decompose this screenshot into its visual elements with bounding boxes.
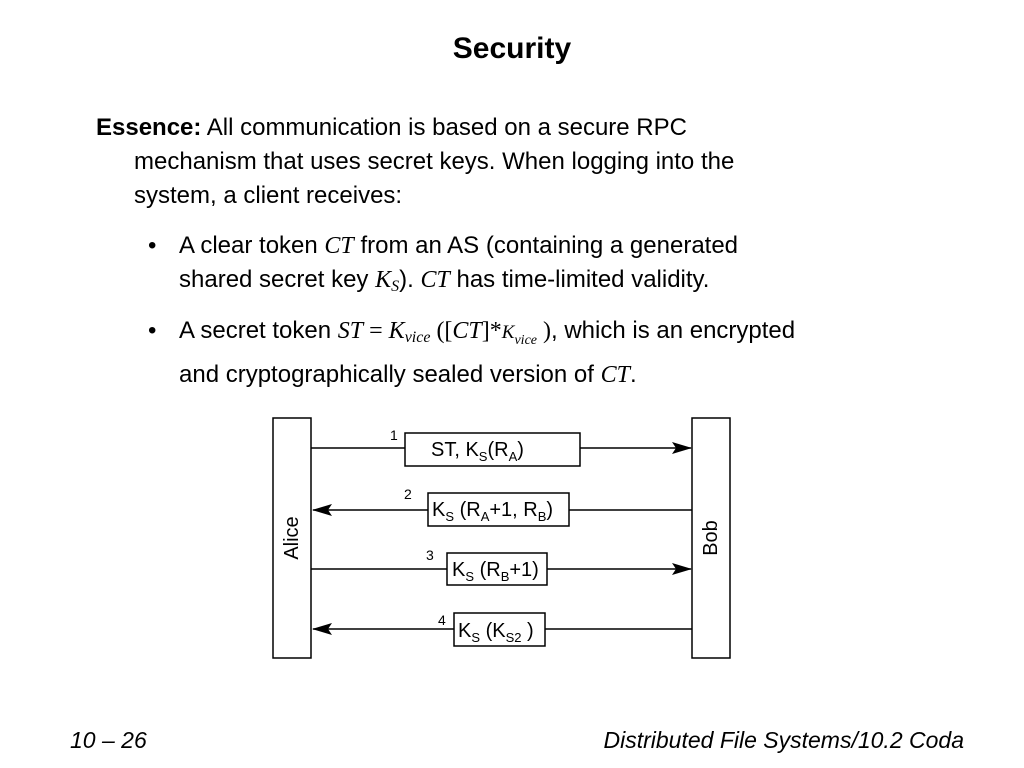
st-symbol: ST (337, 318, 364, 344)
message-3-box (446, 552, 548, 586)
bullet-line1: A secret token ST = Kvice ([CT]*Kvice ),… (148, 314, 948, 358)
message-2-box (427, 492, 570, 527)
key-subscript: S (391, 278, 400, 295)
alice-box (272, 417, 312, 659)
text-segment: has time-limited validity. (449, 266, 710, 293)
ct-symbol: CT (452, 318, 482, 344)
essence-text-line3: system, a client receives: (134, 182, 403, 209)
essence-label: Essence: (96, 114, 202, 141)
message-1-box (404, 432, 581, 467)
bracket-close: ) (537, 318, 551, 344)
footer-page-number: 10 – 26 (70, 727, 147, 753)
page-title: Security (452, 32, 572, 65)
equals-sign: = (363, 318, 389, 344)
ct-symbol: CT (600, 362, 630, 388)
message-2-label: KS (RA+1, RB) (432, 499, 553, 524)
message-3-number: 3 (426, 547, 434, 563)
text-segment: and cryptographically sealed version of (179, 361, 601, 388)
bullet-dot: • (148, 317, 157, 344)
ct-symbol: CT (420, 267, 450, 293)
key-subscript: vice (404, 329, 431, 346)
essence-paragraph: Essence: All communication is based on a… (96, 111, 896, 213)
message-4-number: 4 (438, 612, 446, 628)
bob-label: Bob (700, 520, 722, 556)
message-3-label: KS (RB+1) (452, 559, 539, 584)
key-symbol-small: K (501, 322, 515, 343)
bullet-clear-token: • A clear token CT from an AS (containin… (148, 229, 948, 304)
text-segment: A clear token (179, 232, 325, 259)
bullet-line2: and cryptographically sealed version of … (148, 358, 948, 392)
message-1-label: ST, KS(RA) (431, 439, 524, 464)
bob-box (691, 417, 731, 659)
footer-course-title: Distributed File Systems/10.2 Coda (603, 727, 965, 753)
message-1-number: 1 (390, 427, 398, 443)
text-segment: A secret token (179, 317, 338, 344)
key-symbol: K (388, 318, 405, 344)
bullet-secret-token: • A secret token ST = Kvice ([CT]*Kvice … (148, 314, 948, 392)
message-4-label: KS (KS2 ) (458, 620, 534, 645)
message-2-number: 2 (404, 486, 412, 502)
bullet-line2: shared secret key KS). CT has time-limit… (148, 263, 948, 304)
key-symbol: K (375, 267, 392, 293)
alice-label: Alice (281, 516, 303, 559)
text-segment: from an AS (containing a generated (353, 232, 739, 259)
text-segment: . (629, 361, 637, 388)
message-4-box (453, 612, 546, 647)
essence-text-line2: mechanism that uses secret keys. When lo… (134, 148, 735, 175)
text-segment: ). (399, 266, 414, 293)
ct-symbol: CT (324, 233, 354, 259)
key-subscript-small: vice (514, 333, 537, 348)
essence-text-line1: All communication is based on a secure R… (206, 114, 687, 141)
text-segment: shared secret key (179, 266, 376, 293)
text-segment: , which is an encrypted (551, 317, 796, 344)
bullet-line1: A clear token CT from an AS (containing … (148, 229, 948, 263)
bracket-open: ([ (430, 318, 453, 344)
bullet-dot: • (148, 232, 157, 259)
bracket-star: ]* (481, 318, 502, 344)
